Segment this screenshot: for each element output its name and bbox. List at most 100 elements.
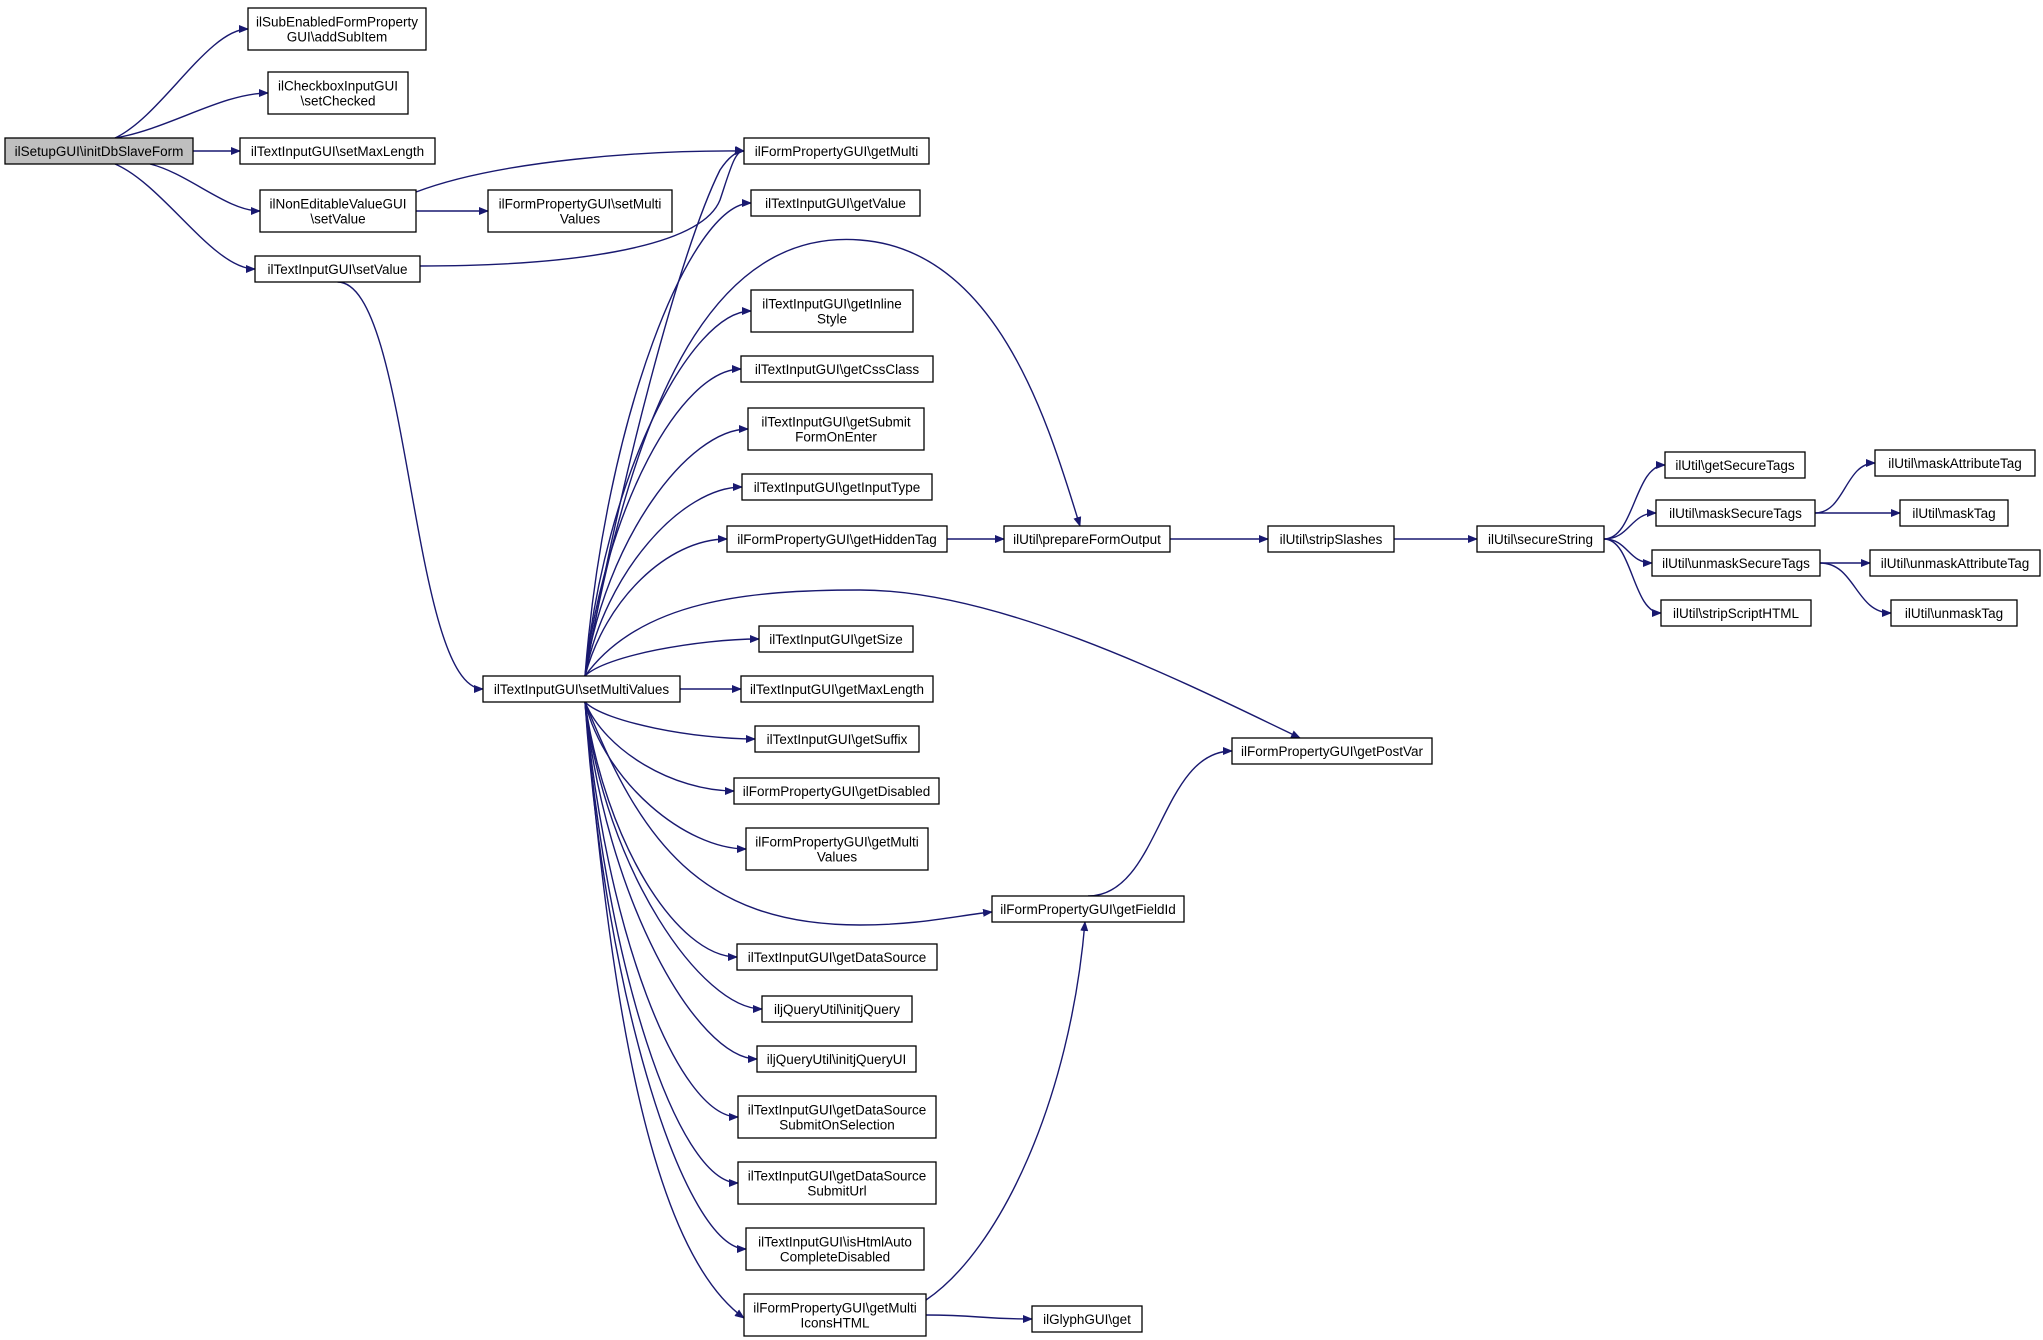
node-label: ilUtil\stripScriptHTML <box>1673 606 1800 621</box>
edge-arrow <box>584 589 1301 739</box>
node-getFieldId[interactable]: ilFormPropertyGUI\getFieldId <box>991 895 1185 923</box>
node-maskSecureTags[interactable]: ilUtil\maskSecureTags <box>1655 499 1816 527</box>
node-layer: ilSetupGUI\initDbSlaveForm ilSubEnabledFo… <box>4 7 2041 1337</box>
node-initDbSlaveForm[interactable]: ilSetupGUI\initDbSlaveForm <box>4 137 194 165</box>
node-unmaskTag[interactable]: ilUtil\unmaskTag <box>1890 599 2018 627</box>
edge-arrow <box>584 701 747 853</box>
edge-secureString-to-stripScriptHTML <box>1603 538 1662 617</box>
edge-arrow <box>1603 538 1653 567</box>
node-maskAttributeTag[interactable]: ilUtil\maskAttributeTag <box>1874 449 2036 477</box>
node-box <box>740 675 934 703</box>
node-unmaskSecureTags[interactable]: ilUtil\unmaskSecureTags <box>1651 549 1821 577</box>
edge-layer <box>114 25 1901 1323</box>
node-label: ilUtil\unmaskTag <box>1905 606 2003 621</box>
edge-arrow <box>584 701 739 1187</box>
node-getDataSourceSubmitOnSelection[interactable]: ilTextInputGUI\getDataSourceSubmitOnSele… <box>737 1095 937 1139</box>
node-label: GUI\addSubItem <box>287 30 388 45</box>
node-label: ilNonEditableValueGUI <box>269 197 406 212</box>
node-ti_setValue[interactable]: ilTextInputGUI\setValue <box>254 255 421 283</box>
node-getMulti[interactable]: ilFormPropertyGUI\getMulti <box>743 137 930 165</box>
node-glyph_get[interactable]: ilGlyphGUI\get <box>1031 1305 1143 1333</box>
node-box <box>756 1045 917 1073</box>
node-getPostVar[interactable]: ilFormPropertyGUI\getPostVar <box>1231 737 1433 765</box>
edge-arrow <box>584 701 756 743</box>
node-label: ilUtil\prepareFormOutput <box>1013 532 1161 547</box>
edge-ti_setMultiValues-to-getSize <box>584 635 760 677</box>
node-box <box>1655 499 1816 527</box>
node-box <box>740 355 934 383</box>
edge-arrow <box>114 163 256 273</box>
node-isHtmlAutoCompleteDisabled[interactable]: ilTextInputGUI\isHtmlAutoCompleteDisable… <box>745 1227 925 1271</box>
node-initjQuery[interactable]: iljQueryUtil\initjQuery <box>761 995 913 1023</box>
node-label: ilFormPropertyGUI\getPostVar <box>1241 744 1424 759</box>
node-maskTag[interactable]: ilUtil\maskTag <box>1899 499 2009 527</box>
node-label: ilUtil\stripSlashes <box>1280 532 1383 547</box>
node-getMaxLength[interactable]: ilTextInputGUI\getMaxLength <box>740 675 934 703</box>
node-getSuffix[interactable]: ilTextInputGUI\getSuffix <box>754 725 920 753</box>
node-setMaxLength[interactable]: ilTextInputGUI\setMaxLength <box>239 137 436 165</box>
edge-ti_setMultiValues-to-isHtmlAutoCompleteDisabled <box>584 701 747 1253</box>
node-box <box>1664 451 1806 479</box>
node-unmaskAttributeTag[interactable]: ilUtil\unmaskAttributeTag <box>1869 549 2041 577</box>
node-secureString[interactable]: ilUtil\secureString <box>1476 525 1605 553</box>
node-getDisabled[interactable]: ilFormPropertyGUI\getDisabled <box>733 777 940 805</box>
edge-ti_setMultiValues-to-getFieldId <box>584 701 993 926</box>
edge-arrow <box>584 701 738 961</box>
edge-unmaskSecureTags-to-unmaskTag <box>1819 562 1892 617</box>
edge-ti_setMultiValues-to-getMulti <box>584 147 745 677</box>
edge-ti_setMultiValues-to-getHiddenTag <box>584 535 728 677</box>
node-box <box>239 137 436 165</box>
node-label: iljQueryUtil\initjQuery <box>774 1002 900 1017</box>
node-getHiddenTag[interactable]: ilFormPropertyGUI\getHiddenTag <box>726 525 948 553</box>
edge-ti_setMultiValues-to-prepareFormOutput <box>584 238 1082 677</box>
edge-arrow <box>584 483 743 677</box>
node-box <box>733 777 940 805</box>
edge-arrow <box>419 146 745 267</box>
node-label: ilTextInputGUI\getCssClass <box>755 362 920 377</box>
node-prepareFormOutput[interactable]: ilUtil\prepareFormOutput <box>1003 525 1171 553</box>
node-stripScriptHTML[interactable]: ilUtil\stripScriptHTML <box>1660 599 1812 627</box>
edge-arrow <box>1814 459 1876 514</box>
node-getSecureTags[interactable]: ilUtil\getSecureTags <box>1664 451 1806 479</box>
node-getCssClass[interactable]: ilTextInputGUI\getCssClass <box>740 355 934 383</box>
edge-arrow <box>1819 562 1892 617</box>
node-initjQueryUI[interactable]: iljQueryUtil\initjQueryUI <box>756 1045 917 1073</box>
edge-secureString-to-unmaskSecureTags <box>1603 538 1653 567</box>
node-box <box>737 1161 937 1205</box>
node-box <box>254 255 421 283</box>
node-label: ilTextInputGUI\getDataSource <box>748 1103 927 1118</box>
node-box <box>743 1293 927 1337</box>
node-getSize[interactable]: ilTextInputGUI\getSize <box>758 625 914 653</box>
node-label: \setValue <box>310 212 365 227</box>
node-ti_setMultiValues[interactable]: ilTextInputGUI\setMultiValues <box>482 675 681 703</box>
node-label: ilFormPropertyGUI\getHiddenTag <box>737 532 937 547</box>
edge-ti_setMultiValues-to-getMultiValues <box>584 701 747 853</box>
node-label: ilTextInputGUI\getMaxLength <box>750 682 924 697</box>
edge-arrow <box>584 307 752 677</box>
node-ne_setValue[interactable]: ilNonEditableValueGUI\setValue <box>259 189 417 233</box>
node-stripSlashes[interactable]: ilUtil\stripSlashes <box>1267 525 1395 553</box>
node-fp_setMultiValues[interactable]: ilFormPropertyGUI\setMultiValues <box>487 189 673 233</box>
node-getInputType[interactable]: ilTextInputGUI\getInputType <box>741 473 933 501</box>
node-label: ilFormPropertyGUI\getFieldId <box>1000 902 1176 917</box>
node-box <box>745 1227 925 1271</box>
node-getDataSource[interactable]: ilTextInputGUI\getDataSource <box>736 943 938 971</box>
node-box <box>482 675 681 703</box>
edge-ti_setMultiValues-to-getSubmitFormOnEnter <box>584 425 749 677</box>
node-getValue[interactable]: ilTextInputGUI\getValue <box>750 189 921 217</box>
node-label: Style <box>817 312 847 327</box>
node-box <box>758 625 914 653</box>
edge-arrow <box>415 146 745 193</box>
node-setChecked[interactable]: ilCheckboxInputGUI\setChecked <box>267 71 409 115</box>
node-box <box>743 137 930 165</box>
node-box <box>750 189 921 217</box>
node-box <box>247 7 427 51</box>
edge-ti_setMultiValues-to-getMultiIconsHTML <box>584 701 745 1319</box>
